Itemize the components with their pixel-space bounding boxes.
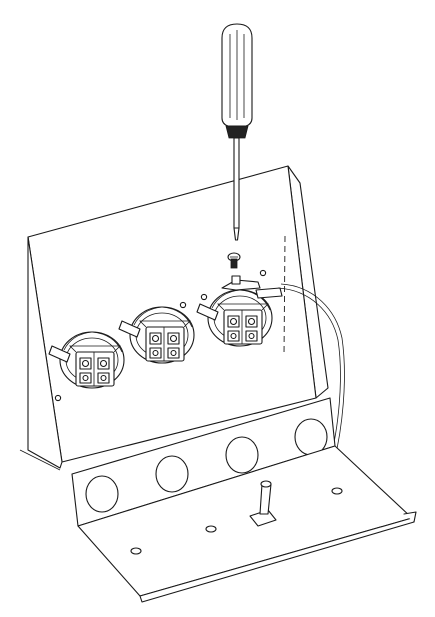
floor-hole (130, 547, 142, 555)
panel-left-bevel (27, 236, 63, 469)
floor-hole (205, 525, 217, 533)
screwdriver-shaft (233, 137, 240, 229)
tray-hole (85, 475, 119, 513)
hidden-edge-dashed (283, 235, 286, 357)
mount-hole (179, 301, 187, 309)
mount-hole (259, 269, 267, 277)
tray-hole (225, 436, 259, 474)
toggle-switch (249, 480, 277, 527)
screwdriver-collar (225, 125, 249, 139)
screw (227, 252, 241, 269)
mount-hole (54, 394, 62, 402)
screwdriver (221, 23, 253, 241)
bottom-tray (71, 397, 417, 603)
floor-hole (331, 487, 343, 495)
outlet-right (196, 275, 283, 347)
panel-bottom-edge (19, 449, 61, 471)
tray-hole (155, 455, 189, 493)
mount-hole (200, 293, 208, 301)
